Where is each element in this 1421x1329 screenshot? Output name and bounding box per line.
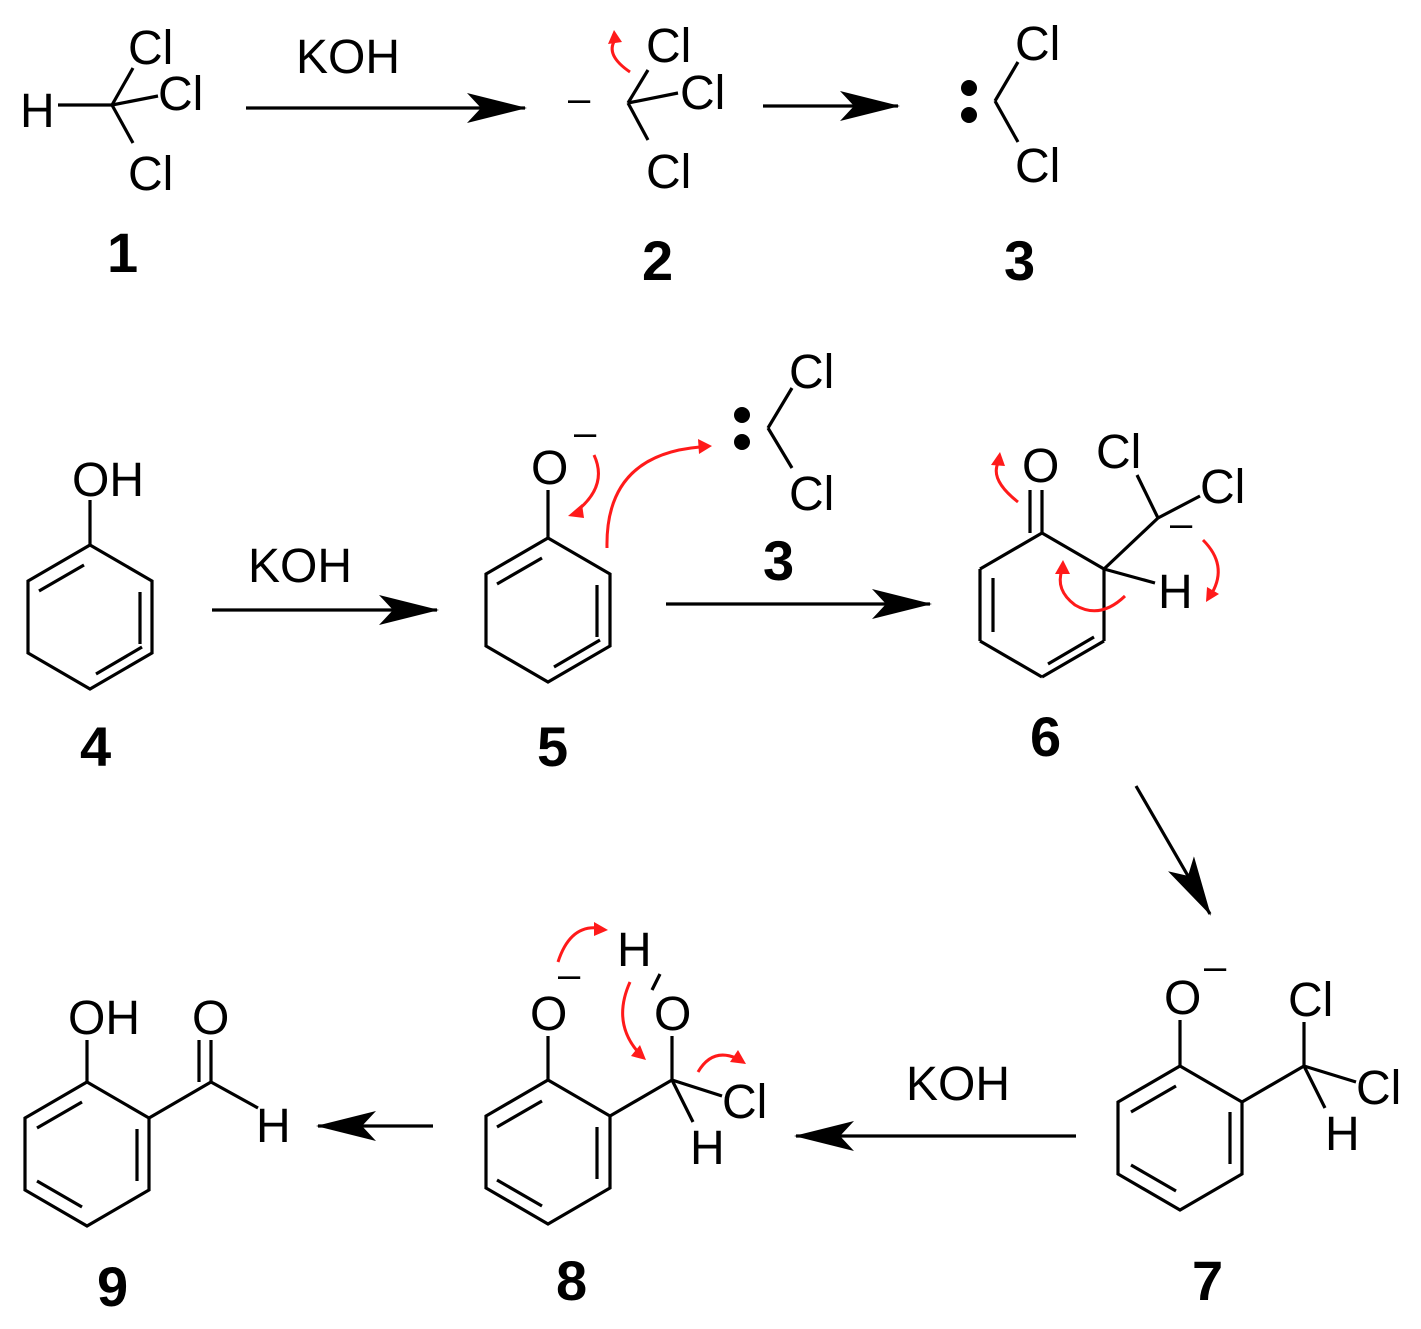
electron-push-arrow [605,445,701,549]
compound-7-dichloromethyl-phenoxide: O – Cl Cl H 7 [1116,945,1401,1312]
atom-h: H [617,924,652,977]
atom-oh: OH [68,992,140,1045]
reaction-arrow-7-8: KOH [794,1058,1076,1151]
atom-o: O [531,442,568,495]
compound-8-chlorohydrin-phenoxide: O – H O Cl H 8 [484,922,767,1312]
compound-9-salicylaldehyde: OH O H 9 [23,992,291,1318]
reaction-arrow-6-7 [1134,785,1212,916]
atom-cl: Cl [646,20,691,73]
atom-cl: Cl [158,68,203,121]
atom-o: O [192,992,229,1045]
atom-cl: Cl [128,148,173,201]
compound-3-dichlorocarbene: Cl Cl 3 [961,18,1060,292]
electron-push-arrow [577,454,600,512]
atom-cl: Cl [789,468,834,521]
compound-label-3: 3 [763,529,794,592]
lone-pair-dot [734,434,750,450]
electron-push-arrow [621,981,640,1053]
compound-5-phenoxide: O – 5 [484,411,712,778]
compound-label-3: 3 [1004,229,1035,292]
electron-push-arrow [610,39,631,74]
compound-4-phenol: OH 4 [26,454,154,778]
compound-1-chloroform: H Cl Cl Cl 1 [20,22,203,284]
negative-charge: – [1204,945,1227,989]
compound-label-9: 9 [97,1255,128,1318]
electron-push-arrow [1058,569,1127,613]
compound-label-1: 1 [107,221,138,284]
compound-label-7: 7 [1192,1249,1223,1312]
compound-label-2: 2 [642,229,673,292]
atom-oh: OH [72,454,144,507]
reagent-koh: KOH [906,1058,1010,1111]
compound-label-6: 6 [1030,705,1061,768]
negative-charge: – [568,77,591,121]
reaction-arrow-1-2: KOH [246,31,527,123]
atom-h: H [20,85,55,138]
lone-pair-dot [961,80,977,96]
lone-pair-dot [734,407,750,423]
compound-2-trichloromethyl-anion: – Cl Cl Cl 2 [568,20,725,292]
atom-h: H [1325,1108,1360,1161]
reaction-arrow-4-5: KOH [212,540,439,625]
atom-o: O [1164,972,1201,1025]
negative-charge: – [558,953,581,997]
atom-o: O [530,988,567,1041]
atom-cl: Cl [1015,18,1060,71]
electron-push-arrow [1201,538,1220,594]
atom-cl: Cl [1200,461,1245,514]
electron-push-arrow [556,926,599,963]
compound-label-5: 5 [537,715,568,778]
compound-label-8: 8 [556,1249,587,1312]
atom-h: H [690,1122,725,1175]
atom-cl: Cl [1356,1062,1401,1115]
atom-cl: Cl [789,346,834,399]
atom-h: H [256,1100,291,1153]
compound-6-dienone-intermediate: O Cl Cl – H 6 [978,426,1245,768]
atom-cl: Cl [128,22,173,75]
negative-charge: – [1170,502,1193,546]
atom-o: O [654,988,691,1041]
atom-o: O [1022,440,1059,493]
electron-push-arrow [994,462,1019,504]
atom-cl: Cl [646,146,691,199]
negative-charge: – [574,411,597,455]
reagent-koh: KOH [248,540,352,593]
lone-pair-dot [961,107,977,123]
atom-cl: Cl [1288,974,1333,1027]
compound-3-dichlorocarbene: Cl Cl 3 [734,346,834,592]
atom-cl: Cl [680,67,725,120]
compound-label-4: 4 [80,715,111,778]
atom-cl: Cl [1015,140,1060,193]
atom-cl: Cl [1096,426,1141,479]
electron-push-arrow [696,1053,737,1073]
reagent-koh: KOH [296,31,400,84]
atom-cl: Cl [722,1076,767,1129]
atom-h: H [1158,566,1193,619]
